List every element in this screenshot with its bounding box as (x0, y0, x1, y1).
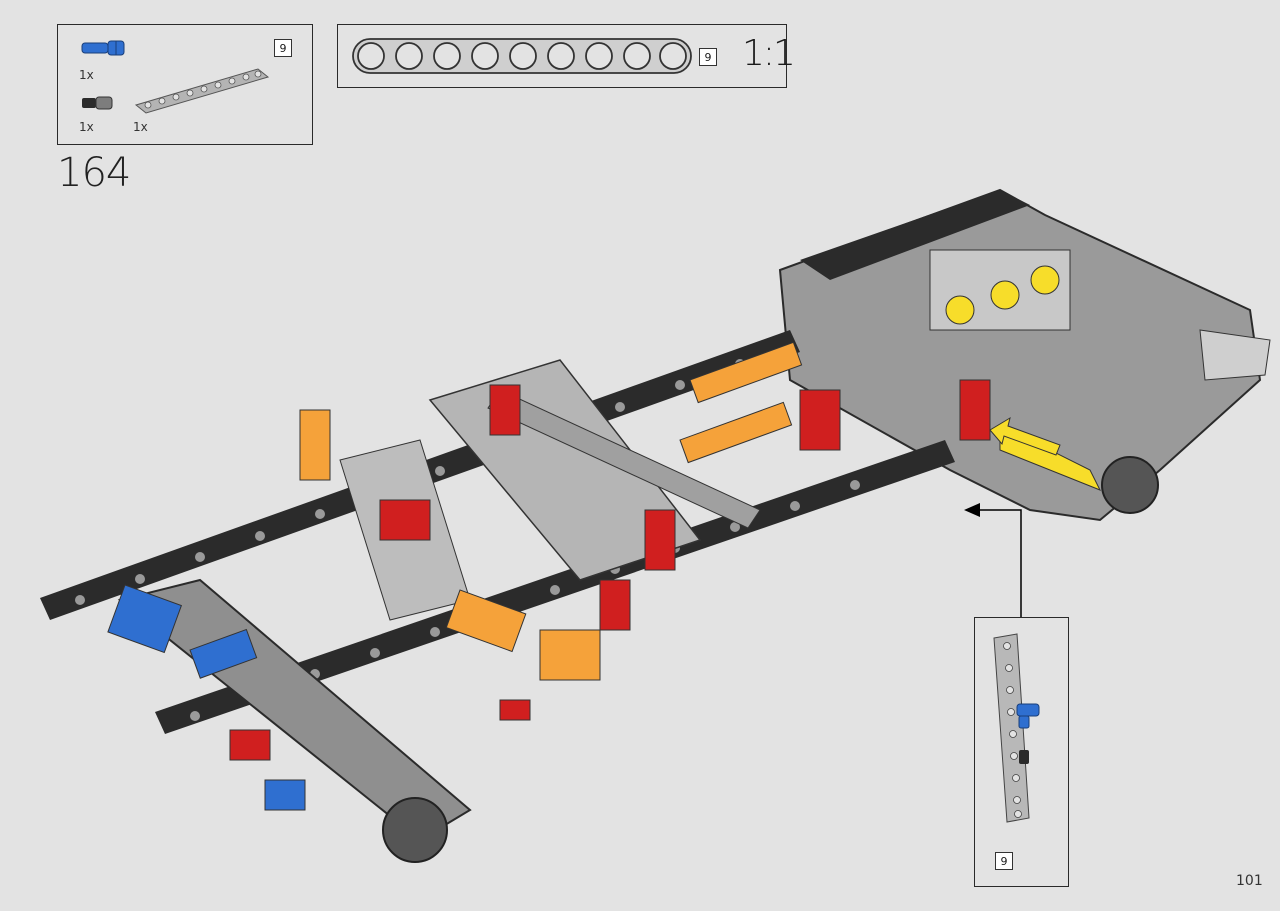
blue-axle-pin-icon (81, 40, 125, 56)
scale-length-tag: 9 (699, 48, 717, 66)
step-number: 164 (57, 150, 131, 196)
qty-black-pin: 1x (79, 120, 94, 134)
black-pin-icon (82, 96, 113, 110)
callout-box: 9 (974, 617, 1069, 887)
page-number: 101 (1236, 873, 1263, 889)
scale-beam-icon (352, 38, 692, 74)
callout-beam-icon (993, 633, 1040, 823)
beam-length-tag: 9 (274, 39, 292, 57)
parts-list-box: 1x 1x 1x 9 (57, 24, 313, 145)
callout-length-tag: 9 (995, 852, 1013, 870)
qty-blue-axle-pin: 1x (79, 68, 94, 82)
scale-preview-box: 9 (337, 24, 787, 88)
qty-gray-beam: 1x (133, 120, 148, 134)
scale-label: 1:1 (742, 33, 796, 74)
gray-beam-icon (134, 68, 270, 114)
